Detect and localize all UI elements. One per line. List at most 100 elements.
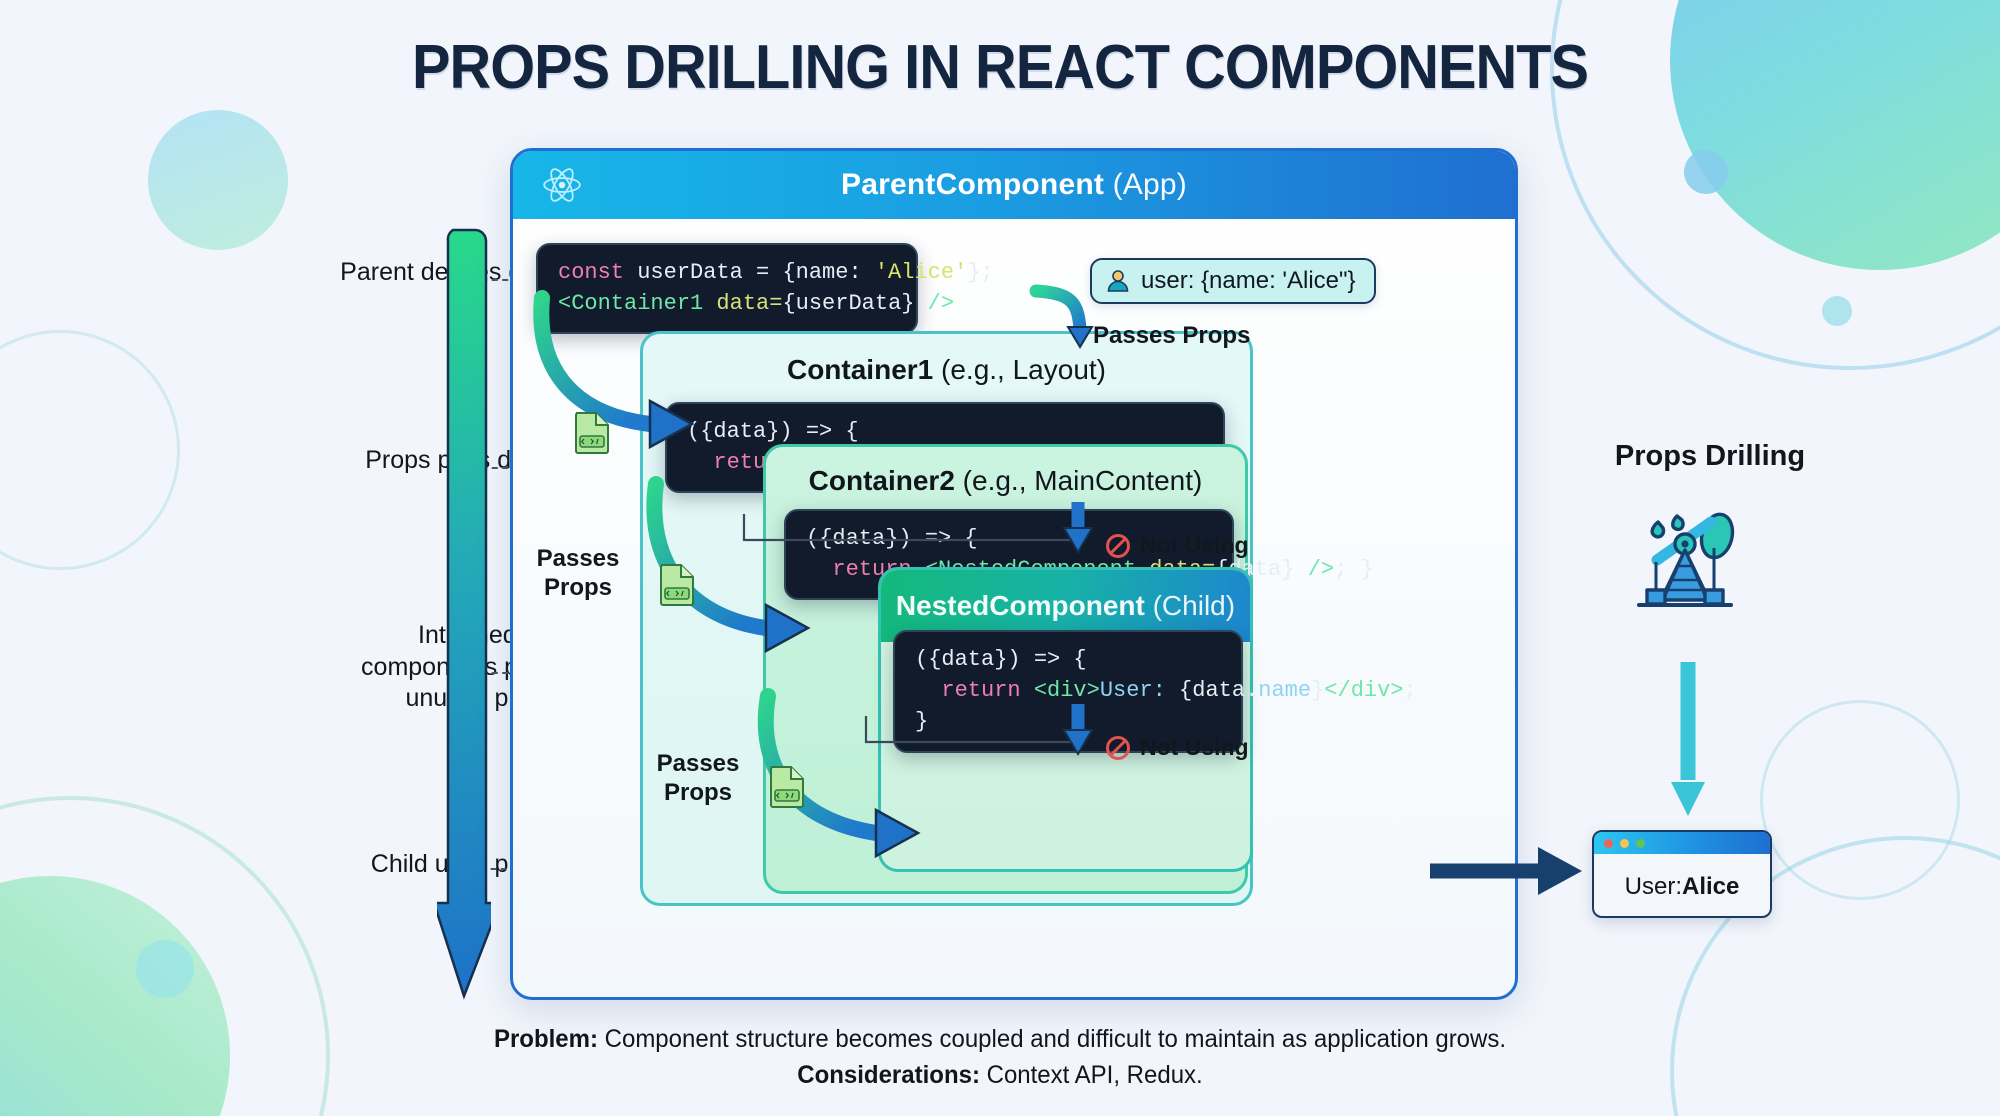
passes-props-label-1: Passes Props [528,545,628,603]
not-using-label-2: Not Using [1105,734,1249,761]
container1-title: Container1 (e.g., Layout) [643,354,1250,386]
panel-title-rest: (App) [1104,168,1187,201]
passes-props-line: Passes [536,545,620,572]
code-token: userData = {name: [624,260,875,285]
parent-code-block: const userData = {name: 'Alice'}; <Conta… [536,243,994,335]
container2-title-bold: Container2 [808,465,955,496]
user-icon [1107,270,1129,292]
code-file-icon [575,412,609,454]
react-atom-icon [543,168,581,202]
passes-props-line: Passes [656,750,740,777]
not-using-bracket-1 [742,514,1070,542]
code-line: return <div>User: {data.name}</div>; [915,678,1417,704]
container1-title-rest: (e.g., Layout) [933,354,1106,385]
panel-title-bold: ParentComponent [841,168,1105,201]
code-token: } [915,709,929,735]
container2-title: Container2 (e.g., MainContent) [766,465,1245,497]
code-token: } [1311,678,1325,704]
result-window-titlebar [1594,832,1770,854]
parent-component-panel: ParentComponent (App) const userData = {… [510,148,1518,1000]
code-token: <Container1 [558,291,704,317]
not-using-text: Not Using [1140,532,1249,558]
container2-title-rest: (e.g., MainContent) [954,465,1203,496]
code-line: const userData = {name: 'Alice'}; [558,260,994,285]
code-token: <div> [1020,678,1100,704]
code-token: data= [703,291,783,317]
code-file-icon [770,766,804,808]
container1-title-bold: Container1 [786,354,934,385]
passes-props-top-label: Passes Props [1093,322,1251,349]
footer-problem-text: Component structure becomes coupled and … [597,1025,1507,1053]
code-token: ; } [1334,557,1374,583]
nested-title-rest: (Child) [1144,590,1236,621]
code-token: /> [1294,557,1335,583]
code-token: {userData} [782,291,915,317]
traffic-light-green [1636,838,1645,848]
code-line: ({data}) => { [687,419,859,444]
code-token: name [1258,678,1312,704]
result-label: User: [1624,873,1682,900]
code-token: ({data}) => { [687,419,859,444]
props-badge: user: {name: 'Alice"} [1090,258,1376,304]
decorative-dot-bottom-left [136,940,194,998]
props-flow-down-arrow [437,228,491,1000]
code-token: }; [967,260,994,285]
connector-dashed-1 [450,279,550,281]
oil-pump-jack-icon [1637,512,1735,607]
nested-to-result-arrow [1430,847,1582,895]
decorative-dot-right [1822,296,1852,326]
not-using-text: Not Using [1140,734,1249,760]
decorative-blob-top-left [148,110,288,250]
code-token: User: [1099,678,1166,704]
not-using-bracket-2 [864,716,1074,744]
decorative-dot-top-right [1684,150,1728,194]
code-line: ({data}) => { [915,647,1087,672]
traffic-light-yellow [1620,838,1629,848]
result-window: User: Alice [1592,830,1772,918]
footer-notes: Problem: Component structure becomes cou… [40,1022,1960,1093]
code-token: ({data}) => { [806,526,978,551]
footer-considerations-label: Considerations: [797,1060,980,1089]
footer-considerations: Considerations: Context API, Redux. [40,1058,1960,1094]
container2-box: Container2 (e.g., MainContent) ({data}) … [763,444,1417,894]
not-using-label-1: Not Using [1105,532,1249,559]
decorative-ring-right [1760,700,1960,900]
traffic-light-red [1604,838,1613,848]
container1-box: Container1 (e.g., Layout) ({data}) => { … [640,331,1417,906]
connector-dashed-2 [450,467,550,469]
code-token: /> [914,291,955,317]
footer-problem-label: Problem: [493,1025,598,1053]
passes-props-label-2: Passes Props [648,750,748,808]
prohibition-icon [1106,735,1130,760]
prohibition-icon [1106,533,1130,558]
not-using-arrow-2 [1062,704,1094,756]
passes-props-line: Props [663,778,732,806]
parent-component-header: ParentComponent (App) [513,151,1515,219]
props-drilling-heading: Props Drilling [1614,440,1806,472]
parent-component-title: ParentComponent (App) [513,168,1515,202]
code-line: ({data}) => { [806,526,978,551]
code-token: </div> [1324,678,1404,704]
code-file-icon [660,564,694,606]
code-token: return [915,678,1021,704]
passes-props-top-arrow [1029,284,1094,349]
code-token: const [558,260,625,285]
code-token: 'Alice' [874,260,968,285]
code-token: ({data}) => { [915,647,1087,672]
passes-props-line: Props [543,573,612,601]
curved-arrow-parent-to-container1 [533,290,695,450]
footer-considerations-text: Context API, Redux. [979,1060,1203,1089]
result-value: Alice [1681,873,1740,900]
down-arrow-icon [1671,662,1705,816]
result-text: User: Alice [1594,854,1770,916]
code-token: ; [1403,678,1417,704]
code-token: {data. [1165,678,1259,704]
code-line: <Container1 data={userData} /> [558,291,954,316]
not-using-arrow-1 [1062,502,1094,554]
props-badge-text: user: {name: 'Alice"} [1141,267,1356,294]
code-line: } [915,709,928,734]
footer-problem: Problem: Component structure becomes cou… [40,1022,1960,1058]
connector-dashed-3 [450,672,550,674]
nested-title-bold: NestedComponent [895,590,1145,621]
